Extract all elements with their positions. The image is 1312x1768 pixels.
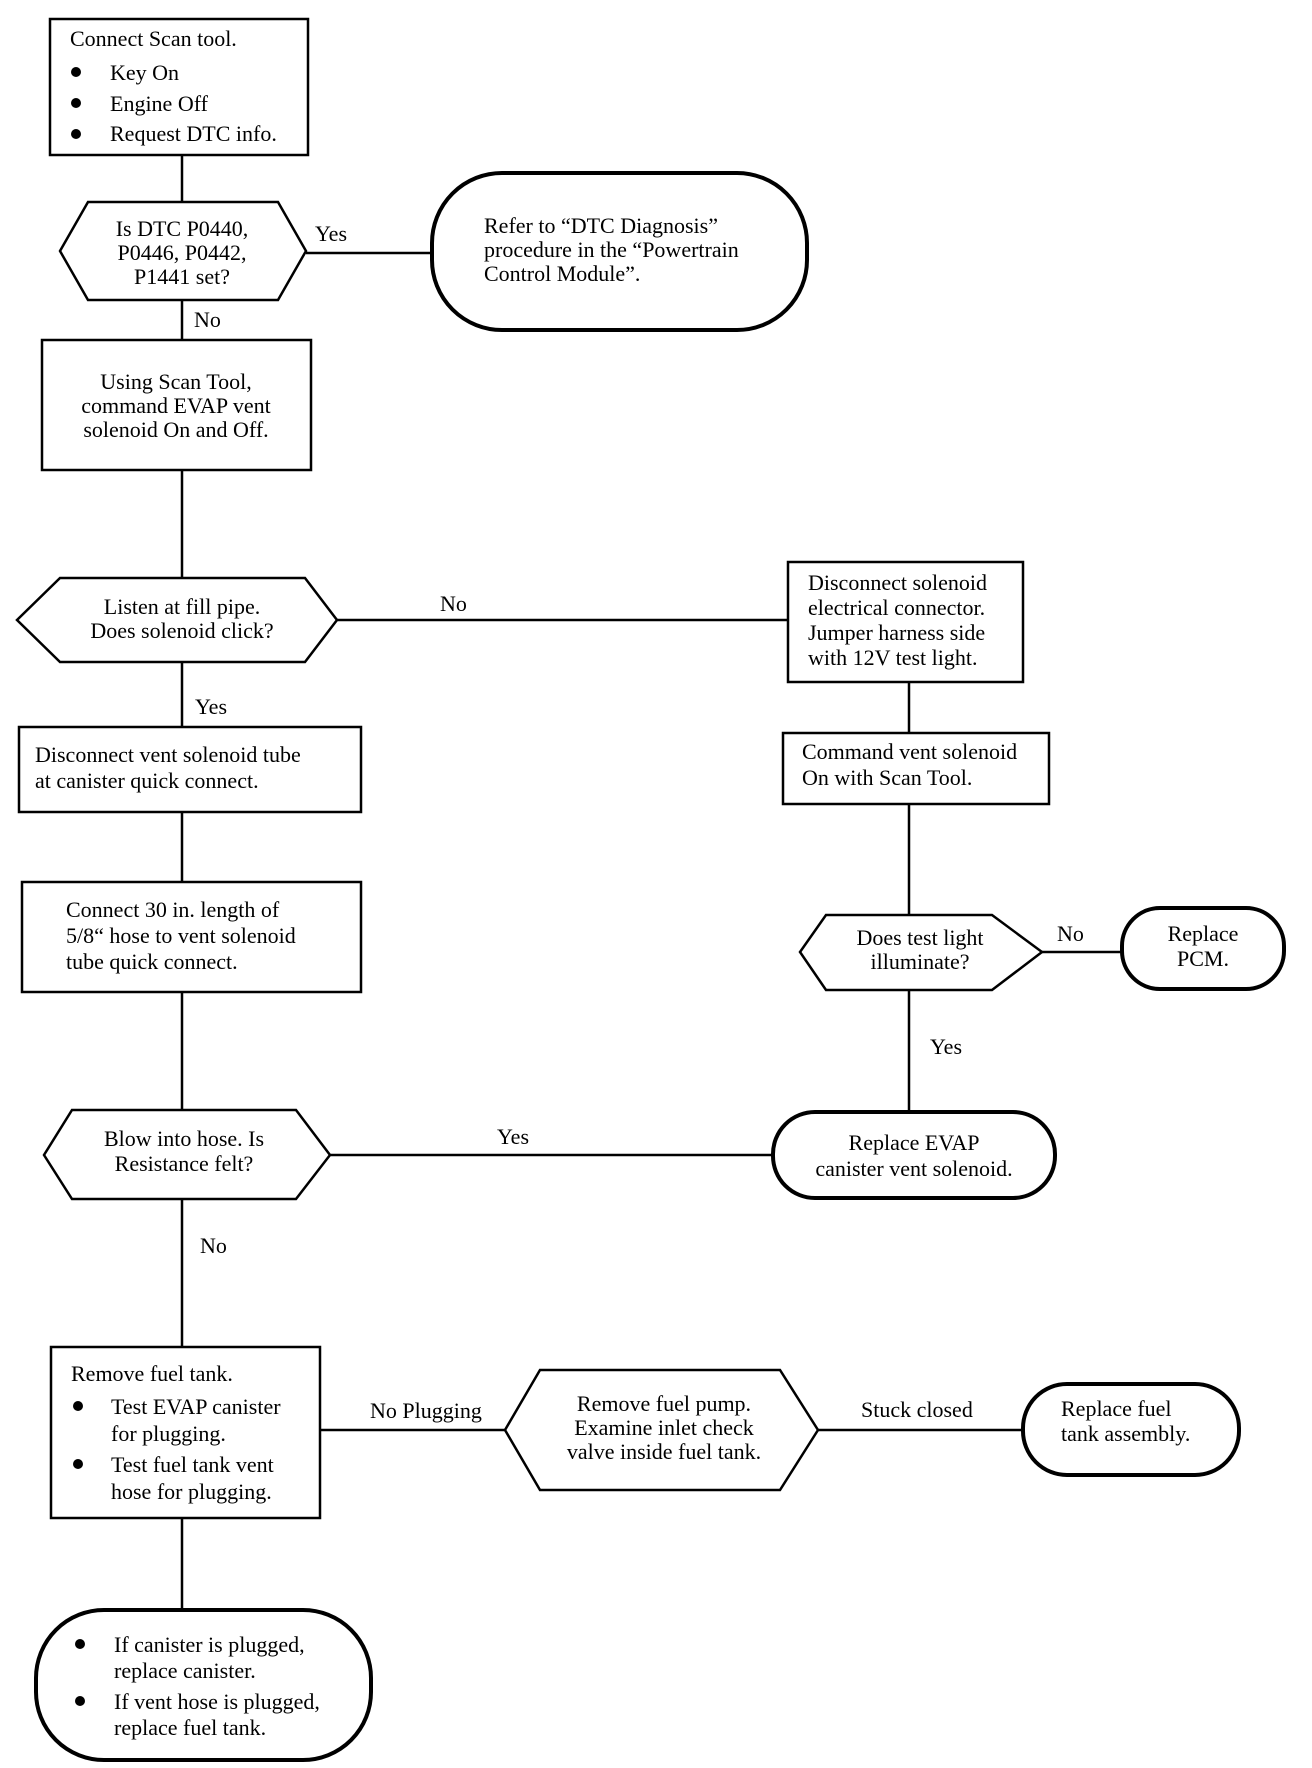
box-text: solenoid On and Off. — [83, 417, 268, 442]
decision-text: valve inside fuel tank. — [567, 1439, 761, 1464]
terminator-text: Replace — [1168, 921, 1239, 946]
edge-label: No — [200, 1233, 227, 1258]
terminator-text: PCM. — [1177, 946, 1229, 971]
edge-label: No — [1057, 921, 1084, 946]
box-title: Remove fuel tank. — [71, 1361, 233, 1386]
bullet-icon — [73, 1459, 83, 1469]
decision-text: Does test light — [856, 925, 983, 950]
bullet-icon — [73, 1401, 83, 1411]
box-text: with 12V test light. — [808, 645, 978, 670]
replace-tank-assembly-terminator: Replace fuel tank assembly. — [1021, 1382, 1241, 1477]
test-light-decision: Does test light illuminate? — [798, 913, 1045, 992]
box-text: tube quick connect. — [66, 949, 238, 974]
command-on-box: Command vent solenoid On with Scan Tool. — [781, 731, 1051, 806]
terminator-text: tank assembly. — [1061, 1421, 1190, 1446]
decision-text: Examine inlet check — [574, 1415, 754, 1440]
terminator-text: canister vent solenoid. — [815, 1156, 1012, 1181]
box-text: electrical connector. — [808, 595, 985, 620]
box-text: Connect 30 in. length of — [66, 897, 280, 922]
start-bullet: Request DTC info. — [110, 121, 277, 146]
box-text: Using Scan Tool, — [100, 369, 251, 394]
box-text: Disconnect solenoid — [808, 570, 987, 595]
box-text: at canister quick connect. — [35, 768, 259, 793]
bullet-text: for plugging. — [111, 1421, 226, 1446]
bullet-text: Test fuel tank vent — [111, 1452, 274, 1477]
edge-label: Yes — [930, 1034, 962, 1059]
connect-hose-box: Connect 30 in. length of 5/8“ hose to ve… — [20, 880, 363, 994]
box-text: Jumper harness side — [808, 620, 985, 645]
box-text: On with Scan Tool. — [802, 765, 972, 790]
start-bullet: Engine Off — [110, 91, 209, 116]
bullet-icon — [71, 129, 81, 139]
terminator-text: procedure in the “Powertrain — [484, 237, 739, 262]
disconnect-tube-box: Disconnect vent solenoid tube at caniste… — [17, 725, 363, 814]
box-text: Command vent solenoid — [802, 739, 1017, 764]
terminator-text: Replace fuel — [1061, 1396, 1172, 1421]
decision-text: Blow into hose. Is — [104, 1126, 264, 1151]
start-box: Connect Scan tool. Key On Engine Off Req… — [48, 17, 310, 157]
terminator-text: Replace EVAP — [849, 1130, 980, 1155]
bullet-text: If vent hose is plugged, — [114, 1689, 320, 1714]
bullet-text: replace canister. — [114, 1658, 256, 1683]
edge-label: No Plugging — [370, 1398, 482, 1423]
remove-tank-box: Remove fuel tank. Test EVAP canister for… — [49, 1345, 322, 1520]
box-text: command EVAP vent — [81, 393, 270, 418]
bullet-text: If canister is plugged, — [114, 1632, 305, 1657]
decision-text: Listen at fill pipe. — [104, 594, 260, 619]
decision-text: Remove fuel pump. — [577, 1391, 751, 1416]
listen-decision: Listen at fill pipe. Does solenoid click… — [15, 576, 339, 664]
terminator-text: Refer to “DTC Diagnosis” — [484, 213, 718, 238]
decision-text: Does solenoid click? — [90, 618, 273, 643]
bullet-text: hose for plugging. — [111, 1479, 272, 1504]
edge-label: Yes — [315, 221, 347, 246]
final-terminator: If canister is plugged, replace canister… — [34, 1608, 373, 1762]
bullet-icon — [75, 1696, 85, 1706]
box-text: Disconnect vent solenoid tube — [35, 742, 301, 767]
edge-label: Stuck closed — [861, 1397, 973, 1422]
bullet-icon — [71, 98, 81, 108]
edge-label: No — [194, 307, 221, 332]
decision-text: Is DTC P0440, — [116, 216, 249, 241]
edge-label: Yes — [497, 1124, 529, 1149]
dtc-diagnosis-terminator: Refer to “DTC Diagnosis” procedure in th… — [430, 171, 809, 332]
bullet-text: replace fuel tank. — [114, 1715, 266, 1740]
replace-evap-terminator: Replace EVAP canister vent solenoid. — [771, 1110, 1057, 1200]
start-box-title: Connect Scan tool. — [70, 26, 237, 51]
decision-text: P0446, P0442, — [118, 240, 247, 265]
decision-text: Resistance felt? — [115, 1151, 254, 1176]
connectors — [180, 155, 1122, 1610]
edge-label: No — [440, 591, 467, 616]
terminator-text: Control Module”. — [484, 261, 640, 286]
bullet-icon — [71, 67, 81, 77]
box-text: 5/8“ hose to vent solenoid — [66, 923, 296, 948]
disconnect-connector-box: Disconnect solenoid electrical connector… — [786, 560, 1025, 684]
replace-pcm-terminator: Replace PCM. — [1120, 906, 1286, 991]
command-vent-box: Using Scan Tool, command EVAP vent solen… — [40, 338, 313, 472]
remove-pump-decision: Remove fuel pump. Examine inlet check va… — [503, 1368, 820, 1492]
bullet-icon — [75, 1639, 85, 1649]
dtc-check-decision: Is DTC P0440, P0446, P0442, P1441 set? — [58, 200, 308, 302]
edge-label: Yes — [195, 694, 227, 719]
blow-decision: Blow into hose. Is Resistance felt? — [42, 1108, 332, 1201]
bullet-text: Test EVAP canister — [111, 1394, 281, 1419]
decision-text: P1441 set? — [134, 264, 230, 289]
start-bullet: Key On — [110, 60, 179, 85]
decision-text: illuminate? — [871, 949, 970, 974]
